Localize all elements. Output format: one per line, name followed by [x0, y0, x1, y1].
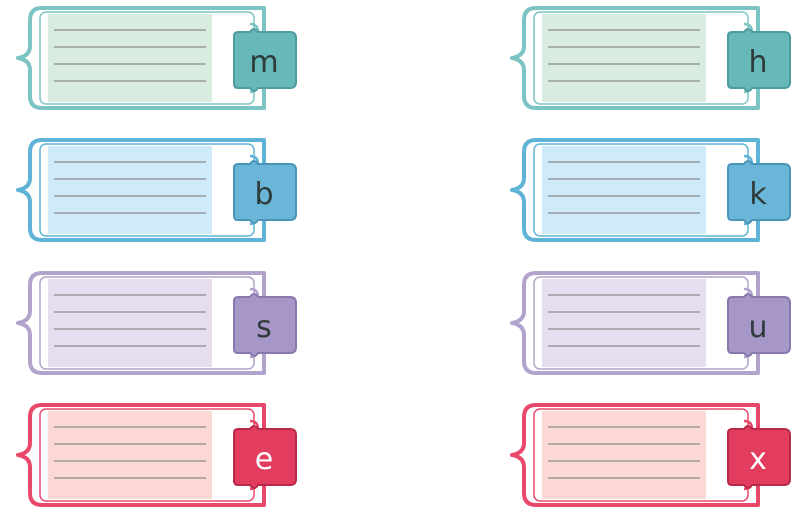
- card-letter: k: [749, 177, 767, 212]
- letter-badge: [233, 425, 297, 489]
- card-letter: m: [249, 45, 279, 80]
- card-letter: s: [256, 310, 272, 345]
- frame-card-icon: [16, 6, 297, 110]
- word-card-x: x: [500, 399, 798, 511]
- word-card-m: m: [6, 2, 306, 114]
- letter-badge: [727, 425, 791, 489]
- letter-badge: [727, 293, 791, 357]
- writing-lines[interactable]: [546, 279, 712, 369]
- frame-card-icon: [16, 271, 297, 375]
- word-card-k: k: [500, 134, 798, 246]
- letter-badge: [233, 160, 297, 224]
- letter-badge: [727, 28, 791, 92]
- writing-lines[interactable]: [52, 411, 218, 501]
- writing-panel: [542, 279, 706, 367]
- word-card-b: b: [6, 134, 306, 246]
- word-card-s: s: [6, 267, 306, 379]
- card-letter: b: [254, 177, 274, 212]
- frame-card-icon: [510, 403, 791, 507]
- writing-panel: [48, 411, 212, 499]
- writing-panel: [48, 146, 212, 234]
- writing-panel: [542, 411, 706, 499]
- writing-lines[interactable]: [52, 279, 218, 369]
- letter-badge: [727, 160, 791, 224]
- writing-lines[interactable]: [546, 14, 712, 104]
- card-letter: x: [749, 442, 767, 477]
- word-card-u: u: [500, 267, 798, 379]
- letter-badge: [233, 28, 297, 92]
- frame-card-icon: [510, 138, 791, 242]
- card-letter: h: [748, 45, 768, 80]
- writing-lines[interactable]: [546, 146, 712, 236]
- frame-card-icon: [16, 138, 297, 242]
- writing-panel: [542, 14, 706, 102]
- card-letter: u: [748, 310, 768, 345]
- writing-lines[interactable]: [52, 14, 218, 104]
- frame-card-icon: [16, 403, 297, 507]
- writing-panel: [542, 146, 706, 234]
- card-letter: e: [254, 442, 274, 477]
- frame-card-icon: [510, 271, 791, 375]
- letter-badge: [233, 293, 297, 357]
- writing-lines[interactable]: [52, 146, 218, 236]
- frame-card-icon: [510, 6, 791, 110]
- writing-lines[interactable]: [546, 411, 712, 501]
- writing-panel: [48, 279, 212, 367]
- word-card-h: h: [500, 2, 798, 114]
- word-card-e: e: [6, 399, 306, 511]
- writing-panel: [48, 14, 212, 102]
